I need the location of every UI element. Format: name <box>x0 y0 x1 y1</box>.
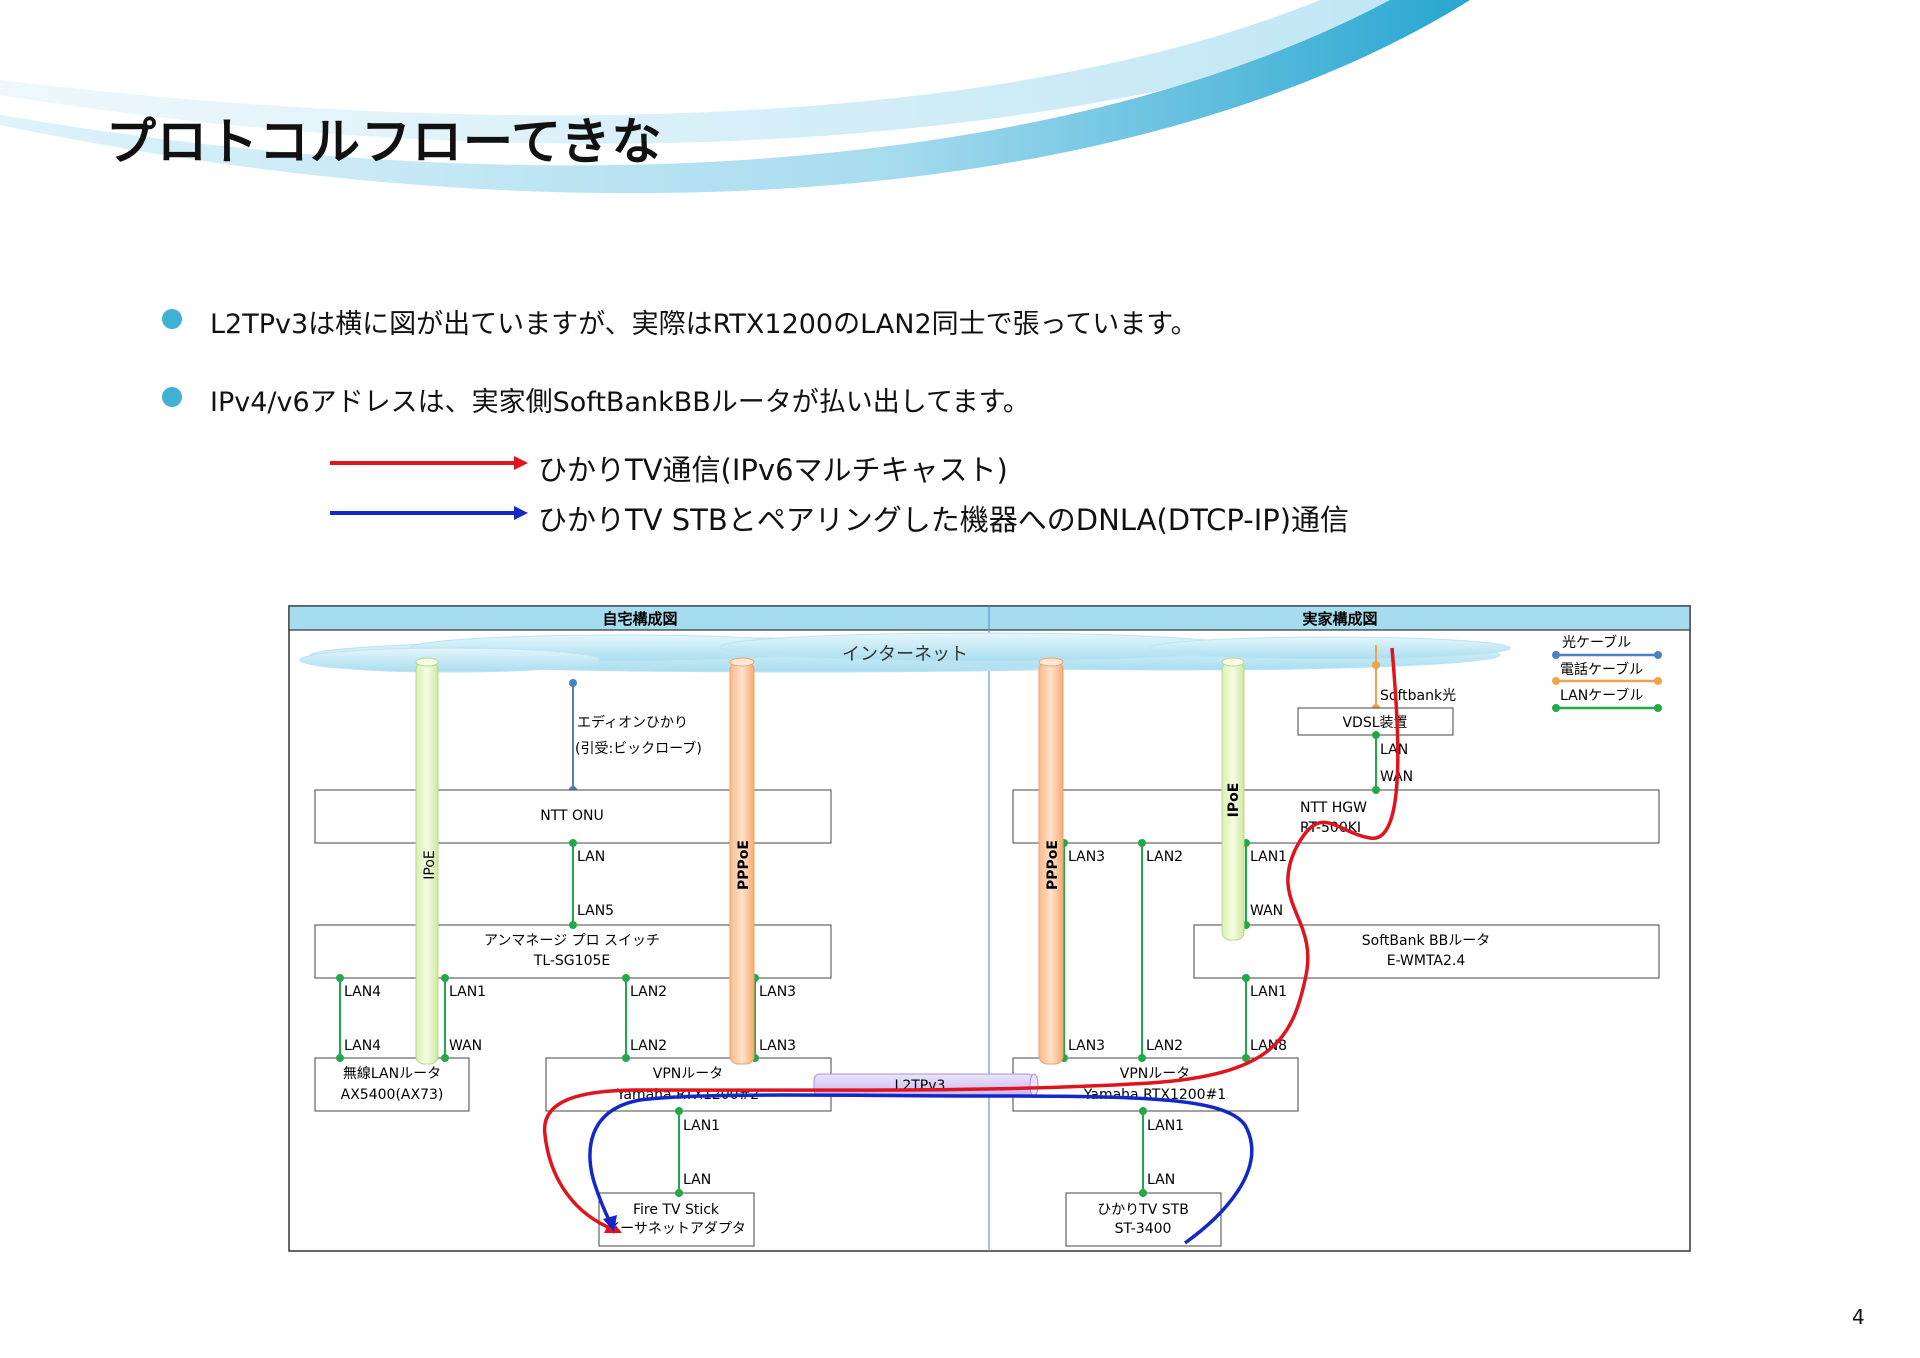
blue-arrow-icon <box>330 506 528 520</box>
hgw-lan2-port: LAN2 <box>1146 849 1183 865</box>
pppoe-right-label: PPPoE <box>1045 840 1061 890</box>
bb-lan1-port: LAN1 <box>1250 984 1287 1000</box>
hgw-label-line1: NTT HGW <box>1300 800 1367 816</box>
stb-lan-port: LAN <box>1147 1172 1175 1188</box>
edion-label-line1: エディオンひかり <box>577 714 688 731</box>
switch-label-line1: アンマネージ プロ スイッチ <box>484 933 660 949</box>
hikari-stb-box <box>1065 1192 1222 1247</box>
bb-router-line1: SoftBank BBルータ <box>1362 933 1490 949</box>
softbank-bb-router-box <box>1193 924 1660 979</box>
left-header: 自宅構成図 <box>602 610 677 628</box>
switch-lan1-port: LAN1 <box>449 984 486 1000</box>
stb-line1: ひかりTV STB <box>1097 1202 1189 1218</box>
home-vpn-lan2-port: LAN2 <box>630 1038 667 1054</box>
home-vpn-router-box <box>545 1057 832 1112</box>
internet-label: インターネット <box>842 644 968 665</box>
ipoe-right-pipe <box>1221 657 1245 941</box>
red-arrow-icon <box>330 456 528 470</box>
vdsl-box <box>1297 707 1454 736</box>
fiber-cable-label: 光ケーブル <box>1562 634 1631 651</box>
bullet-dot-icon <box>162 309 182 329</box>
dlna-dtcp-ip-flow <box>588 1093 1254 1245</box>
parent-vpn-lan1-port: LAN1 <box>1147 1118 1184 1134</box>
ipoe-left-pipe <box>415 657 439 1065</box>
vdsl-lan-port: LAN <box>1380 742 1408 758</box>
softbank-hikari-label: Softbank光 <box>1380 688 1456 704</box>
switch-lan5-port: LAN5 <box>577 903 614 919</box>
parent-vpn-line1: VPNルータ <box>1120 1066 1191 1082</box>
pppoe-left-label: PPPoE <box>736 840 752 890</box>
edion-label-line2: (引受:ビックローブ) <box>575 740 702 757</box>
parent-vpn-lan3-port: LAN3 <box>1068 1038 1105 1054</box>
blue-flow-arrowhead <box>603 1215 617 1232</box>
fire-tv-line2: イーサネットアダプタ <box>606 1221 746 1237</box>
stb-line2: ST-3400 <box>1115 1221 1172 1237</box>
wifi-wan-port: WAN <box>449 1038 482 1054</box>
pppoe-right-pipe <box>1038 657 1064 1065</box>
switch-lan4-port: LAN4 <box>344 984 381 1000</box>
phone-cable-label: 電話ケーブル <box>1560 661 1643 678</box>
fire-tv-lan-port: LAN <box>683 1172 711 1188</box>
wifi-lan4-port: LAN4 <box>344 1038 381 1054</box>
home-vpn-lan3-port: LAN3 <box>759 1038 796 1054</box>
legend-blue-label: ひかりTV STBとペアリングした機器へのDNLA(DTCP-IP)通信 <box>538 503 1350 537</box>
home-vpn-line1: VPNルータ <box>653 1066 724 1082</box>
ipoe-right-label: IPoE <box>1226 783 1242 818</box>
bb-router-line2: E-WMTA2.4 <box>1387 953 1466 969</box>
wifi-router-line1: 無線LANルータ <box>343 1066 441 1082</box>
ntt-hgw-box <box>1012 789 1660 844</box>
header-swoosh-decoration <box>0 0 1470 194</box>
cable-legend: 光ケーブル 電話ケーブル LANケーブル <box>1552 634 1662 712</box>
pppoe-left-pipe <box>729 657 755 1065</box>
ntt-onu-label: NTT ONU <box>540 808 604 824</box>
bullet-text: L2TPv3は横に図が出ていますが、実際はRTX1200のLAN2同士で張ってい… <box>210 309 1198 340</box>
vdsl-label: VDSL装置 <box>1342 715 1407 731</box>
wifi-router-line2: AX5400(AX73) <box>341 1087 444 1103</box>
wifi-router-box <box>314 1057 470 1112</box>
page-number: 4 <box>1852 1305 1865 1329</box>
hgw-lan1-port: LAN1 <box>1250 849 1287 865</box>
legend-red-label: ひかりTV通信(IPv6マルチキャスト) <box>538 453 1008 487</box>
ipoe-left-label: IPoE <box>422 850 438 879</box>
bullet-dot-icon <box>162 387 182 407</box>
lan-cable-label: LANケーブル <box>1560 687 1643 704</box>
bullet-text: IPv4/v6アドレスは、実家側SoftBankBBルータが払い出してます。 <box>210 387 1030 418</box>
hgw-lan3-port: LAN3 <box>1068 849 1105 865</box>
slide-title: プロトコルフローてきな <box>106 113 663 171</box>
right-header: 実家構成図 <box>1302 610 1377 628</box>
fire-tv-box <box>598 1192 755 1247</box>
parent-vpn-router-box <box>1012 1057 1299 1112</box>
switch-lan2-port: LAN2 <box>630 984 667 1000</box>
hikari-tv-multicast-flow <box>542 647 1400 1232</box>
fire-tv-line1: Fire TV Stick <box>633 1202 720 1218</box>
home-vpn-lan1-port: LAN1 <box>683 1118 720 1134</box>
switch-lan3-port: LAN3 <box>759 984 796 1000</box>
switch-label-line2: TL-SG105E <box>533 953 610 969</box>
onu-lan-port: LAN <box>577 849 605 865</box>
parent-vpn-lan2-port: LAN2 <box>1146 1038 1183 1054</box>
bb-wan-port: WAN <box>1250 903 1283 919</box>
